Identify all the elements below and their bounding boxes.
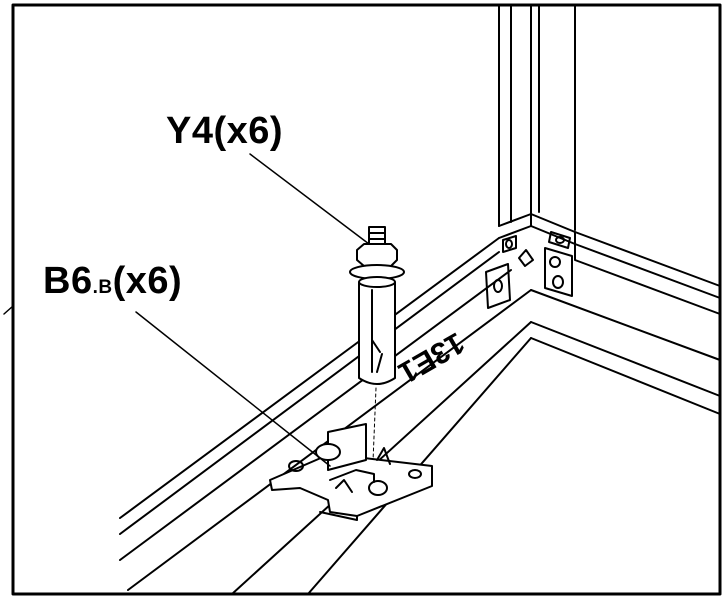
page-border [11, 3, 722, 596]
anchor-bolt [349, 226, 405, 385]
bracket-callout-main: B6 [43, 260, 93, 302]
bracket-callout-qty: (x6) [112, 260, 183, 302]
bracket-callout: B6.B(x6) [43, 262, 182, 300]
vertical-frame-posts [498, 5, 576, 231]
insertion-guide [371, 387, 377, 487]
leveling-bracket [269, 423, 433, 521]
right-rail [530, 243, 721, 415]
anchor-bolt-callout: Y4(x6) [166, 110, 284, 152]
corner-joint [498, 213, 721, 299]
bracket-callout-sub: .B [92, 277, 113, 298]
leader-lines [3, 153, 370, 467]
corner-bracket-plates [485, 231, 573, 309]
